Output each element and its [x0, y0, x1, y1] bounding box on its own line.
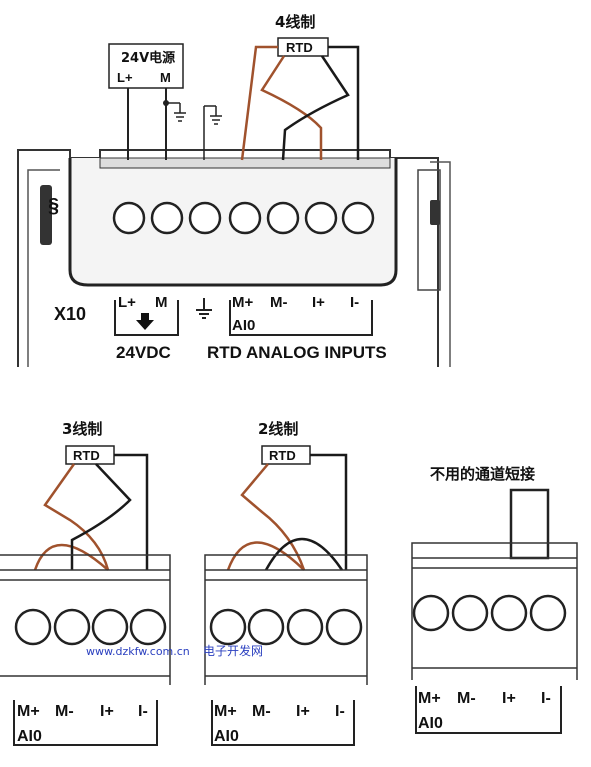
screw-terminal[interactable] [451, 594, 489, 632]
arrow-down-icon [136, 313, 154, 330]
terminal-iminus-label: I- [541, 690, 551, 707]
terminal-mminus-label: M- [55, 703, 74, 720]
rtd-label: RTD [73, 448, 100, 463]
supply-label: 24VDC [116, 343, 171, 362]
screw-terminal[interactable] [150, 201, 184, 235]
rtd-label: RTD [286, 40, 313, 55]
terminal-iplus-label: I+ [296, 703, 310, 720]
power-supply: 24V电源 L+ M [108, 43, 222, 160]
screw-terminal[interactable] [490, 594, 528, 632]
terminal-iplus-label: I+ [502, 690, 516, 707]
short-jumper [509, 488, 550, 560]
ai-channel-label: AI0 [232, 317, 255, 334]
ai-channel-label: AI0 [214, 728, 239, 745]
power-m-label: M [160, 70, 171, 85]
screw-terminal[interactable] [304, 201, 338, 235]
terminal-mminus-label: M- [457, 690, 476, 707]
terminal-m-label: M [155, 294, 168, 311]
terminal-mplus-label: M+ [17, 703, 40, 720]
terminal-iminus-label: I- [335, 703, 345, 720]
screw-terminal[interactable] [529, 594, 567, 632]
power-box-label: 24V电源 [121, 50, 175, 66]
screw-terminal[interactable] [14, 608, 52, 646]
terminal-mplus-label: M+ [418, 690, 441, 707]
screw-terminal[interactable] [341, 201, 375, 235]
terminal-iplus-label: I+ [100, 703, 114, 720]
watermark-url: www.dzkfw.com.cn [86, 645, 190, 658]
top-module: § X10 L+ M M+ M- I+ I- AI0 24VDC RTD A [17, 149, 451, 367]
screw-terminal[interactable] [247, 608, 285, 646]
wire-title-3: 3线制 [62, 420, 102, 438]
panel-3wire: 3线制 RTD M+ M- I+ I- AI0 [0, 420, 171, 746]
screw-terminal[interactable] [286, 608, 324, 646]
terminal-mplus-label: M+ [214, 703, 237, 720]
power-lplus-label: L+ [117, 70, 133, 85]
watermark: www.dzkfw.com.cn 电子开发网 [86, 643, 263, 658]
inputs-label: RTD ANALOG INPUTS [207, 343, 387, 362]
screw-terminal[interactable] [209, 608, 247, 646]
screw-terminal[interactable] [325, 608, 363, 646]
unused-channel-title: 不用的通道短接 [430, 465, 535, 483]
terminal-iplus-label: I+ [312, 294, 325, 311]
top-terminal-screws [112, 201, 375, 235]
rtd-4wire: 4线制 RTD [240, 13, 360, 161]
terminal-mminus-label: M- [270, 294, 288, 311]
ai-channel-label: AI0 [17, 728, 42, 745]
screw-terminal[interactable] [412, 594, 450, 632]
watermark-site: 电子开发网 [203, 643, 263, 658]
terminal-lplus-label: L+ [118, 294, 136, 311]
terminal-iminus-label: I- [138, 703, 148, 720]
ground-icon [203, 105, 222, 160]
screw-terminal[interactable] [129, 608, 167, 646]
screw-terminal[interactable] [228, 201, 262, 235]
panel-2wire: 2线制 RTD M+ M- I+ I- AI0 [204, 420, 368, 746]
wire-title-2: 2线制 [258, 420, 298, 438]
siemens-s-logo-icon: § [48, 195, 59, 217]
connector-id: X10 [54, 304, 86, 324]
screw-terminal[interactable] [53, 608, 91, 646]
screw-terminal[interactable] [112, 201, 146, 235]
panel-unused-short: 不用的通道短接 M+ M- I+ I- AI0 [411, 465, 578, 734]
ground-icon [196, 298, 212, 319]
wire-title-4: 4线制 [275, 13, 315, 31]
terminal-mplus-label: M+ [232, 294, 253, 311]
rtd-label: RTD [269, 448, 296, 463]
screw-terminal[interactable] [91, 608, 129, 646]
screw-terminal[interactable] [266, 201, 300, 235]
terminal-iminus-label: I- [350, 294, 359, 311]
terminal-mminus-label: M- [252, 703, 271, 720]
screw-terminal[interactable] [188, 201, 222, 235]
ai-channel-label: AI0 [418, 715, 443, 732]
